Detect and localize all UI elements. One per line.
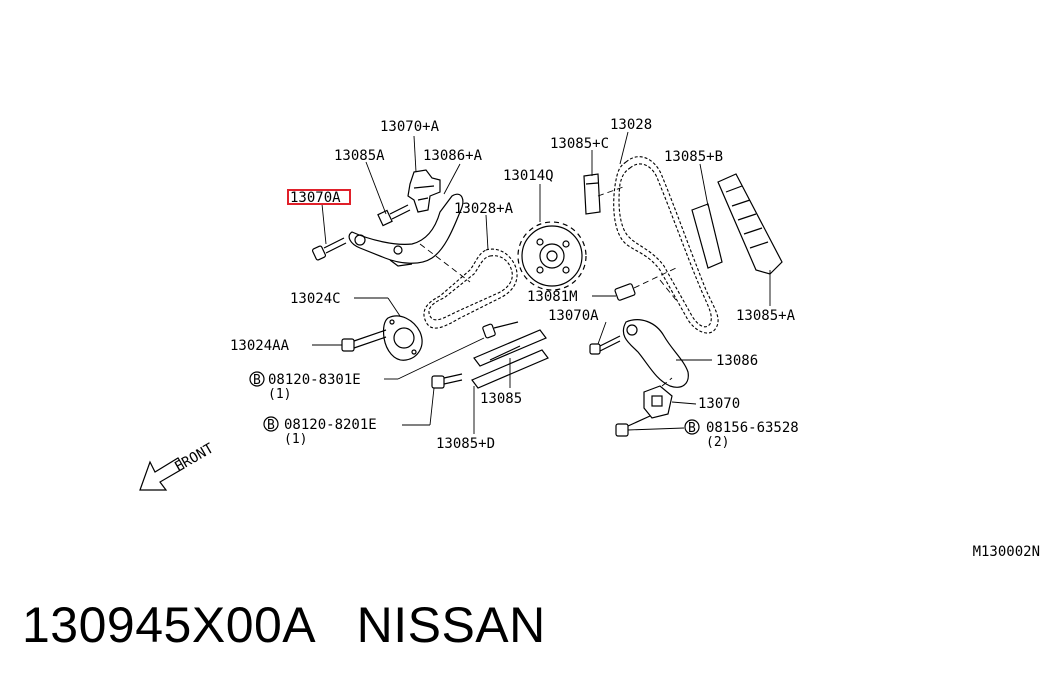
- tensioner-arm-13086a: [348, 193, 464, 267]
- bolt2-marker: B: [267, 418, 275, 433]
- tensioner-13070a-plus: [407, 169, 441, 213]
- label-13028: 13028: [610, 117, 652, 133]
- bolt-13070a: [311, 237, 347, 261]
- front-direction-indicator: FRONT: [139, 440, 217, 491]
- bolt-13024aa: [341, 329, 387, 352]
- caption-brand: NISSAN: [356, 597, 546, 653]
- bolt2-qty: (1): [284, 432, 307, 447]
- label-08156-63528: 08156-63528: [706, 420, 799, 436]
- label-13086-plus-a: 13086+A: [423, 148, 483, 164]
- label-13028-plus-a: 13028+A: [454, 201, 514, 217]
- label-13070a-lower: 13070A: [548, 308, 599, 324]
- part-caption: 130945X00A NISSAN: [22, 596, 546, 654]
- tensioner-arm-13086: [622, 319, 689, 388]
- label-13070: 13070: [698, 396, 740, 412]
- chain-tensioner-13070: [643, 377, 673, 419]
- bolt-08120-8201e: [431, 373, 463, 389]
- label-13070a-highlighted[interactable]: 13070A: [290, 190, 341, 206]
- guide-pad-13085c: [583, 173, 601, 215]
- bolt-08156-63528: [615, 415, 651, 437]
- chain-guide-13085b: [691, 173, 783, 275]
- label-13081m: 13081M: [527, 289, 578, 305]
- bolt2-callout: B 08120-8201E (1): [263, 416, 377, 447]
- highlight-box-13070a: [287, 189, 351, 205]
- bolt1-marker: B: [253, 373, 261, 388]
- label-13024aa: 13024AA: [230, 338, 290, 354]
- label-08120-8301e: 08120-8301E: [268, 372, 361, 388]
- label-08120-8201e: 08120-8201E: [284, 417, 377, 433]
- leader-lines: [312, 131, 771, 434]
- label-13085-plus-d: 13085+D: [436, 436, 495, 452]
- bolt3-qty: (2): [706, 435, 729, 450]
- figure-code: M130002N: [973, 544, 1040, 560]
- label-13085: 13085: [480, 391, 522, 407]
- timing-chain-13028a: [419, 243, 518, 329]
- chain-tensioner-pin-13081m: [614, 267, 677, 301]
- label-13085-plus-c: 13085+C: [550, 136, 609, 152]
- bolt1-callout: B 08120-8301E (1): [249, 371, 361, 402]
- caption-part-number: 130945X00A: [22, 597, 314, 653]
- label-13086: 13086: [716, 353, 758, 369]
- bolt-08120-8301e: [482, 321, 519, 339]
- timing-chain-13028: [597, 156, 719, 334]
- bolt-13070a-lower: [589, 335, 621, 355]
- front-label: FRONT: [172, 440, 217, 475]
- sprocket-13014q: [517, 221, 587, 291]
- caption-separator: [313, 597, 356, 653]
- bolt-13085a: [377, 204, 411, 227]
- label-13070-plus-a: 13070+A: [380, 119, 440, 135]
- label-13024c: 13024C: [290, 291, 341, 307]
- front-cover-plate-13024c: [382, 315, 423, 361]
- bolt1-qty: (1): [268, 387, 291, 402]
- front-arrow-icon: [139, 457, 185, 491]
- label-13085a: 13085A: [334, 148, 385, 164]
- bolt3-callout: B 08156-63528 (2): [684, 419, 799, 450]
- bolt3-marker: B: [688, 421, 696, 436]
- label-13085-plus-a: 13085+A: [736, 308, 796, 324]
- label-13014q: 13014Q: [503, 168, 554, 184]
- label-13085-plus-b: 13085+B: [664, 149, 723, 165]
